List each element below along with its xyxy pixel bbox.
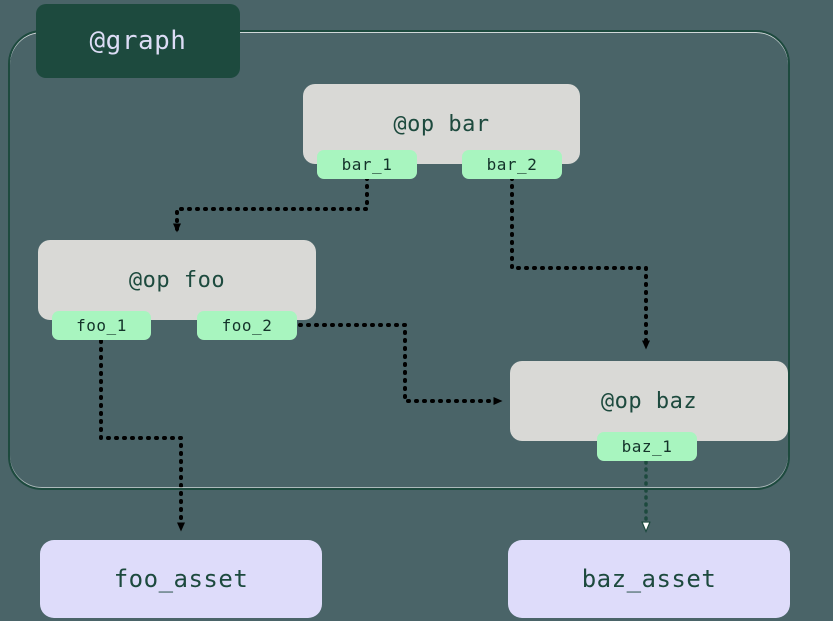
op-node-bar-title: @op bar (393, 111, 490, 137)
port-bar-2[interactable]: bar_2 (462, 150, 562, 179)
graph-label-text: @graph (89, 26, 187, 56)
graph-container-box (8, 30, 790, 490)
op-node-foo-title: @op foo (128, 267, 226, 293)
graph-label[interactable]: @graph (36, 4, 240, 78)
port-foo-2[interactable]: foo_2 (197, 311, 297, 340)
port-bar-1[interactable]: bar_1 (317, 150, 417, 179)
op-node-baz-title: @op baz (600, 388, 698, 414)
asset-node-foo-asset[interactable]: foo_asset (40, 540, 322, 618)
op-node-foo[interactable]: @op foo (38, 240, 316, 320)
asset-node-baz-asset[interactable]: baz_asset (508, 540, 790, 618)
port-baz-1[interactable]: baz_1 (597, 432, 697, 461)
op-node-baz[interactable]: @op baz (510, 361, 788, 441)
port-foo-1[interactable]: foo_1 (52, 311, 151, 340)
